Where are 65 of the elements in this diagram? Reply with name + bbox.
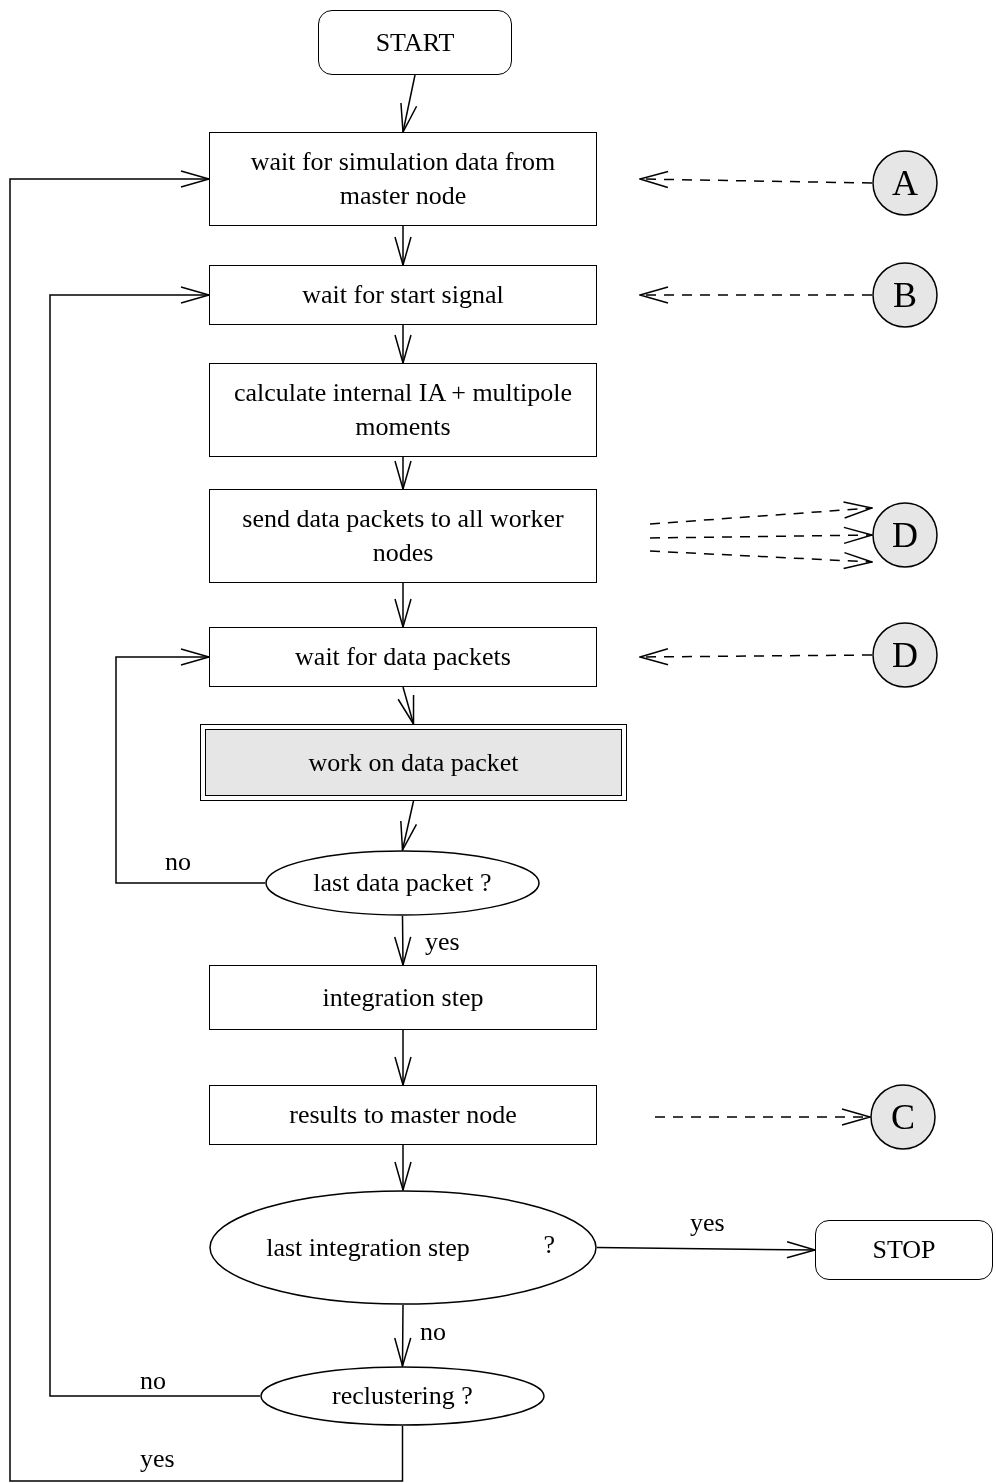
connector-letter: C [890,1095,916,1139]
process-box [209,627,597,687]
arrow [394,1304,412,1367]
dashed-arrow [639,286,873,304]
connector-letter: A [891,161,919,205]
process-box [209,363,597,457]
dashed-arrow [639,648,873,666]
decision-ellipse [209,1190,597,1305]
step-text: work on data packet [307,746,520,779]
arrow [400,800,418,851]
arrow [596,1240,816,1259]
step-text: STOP [871,1234,937,1267]
dashed-arrow [649,501,873,525]
terminal-box [815,1220,993,1280]
step-text: wait for start signal [301,279,505,312]
step-text: calculate internal IA + multipole moments [232,377,574,443]
dashed-arrow [649,550,873,570]
decision-ellipse [265,850,540,916]
arrow [394,582,412,628]
connector-letter: B [892,273,918,317]
connector-letter: D [891,513,919,557]
arrow [394,324,412,364]
connector-circle [870,1084,936,1150]
connector-circle [872,502,938,568]
arrow [400,74,418,133]
edge-label: yes [690,1207,725,1239]
decision-ellipse [260,1366,545,1426]
arrow [393,915,412,966]
step-text: last integration step [265,1231,471,1264]
step-text: wait for data packets [294,641,512,674]
step-text: last data packet ? [312,867,493,900]
edge-label: no [165,846,191,878]
step-text: reclustering ? [331,1380,474,1413]
step-text: send data packets to all worker nodes [241,503,565,569]
process-box [209,265,597,325]
arrow [49,286,261,1397]
process-box [209,1085,597,1145]
arrow [115,648,266,884]
dashed-arrow [649,526,873,545]
dashed-arrow [639,170,873,189]
step-text: START [374,26,456,59]
process-box [209,132,597,226]
arrow [9,170,404,1482]
arrow [394,1144,412,1191]
question-mark-text: ? [543,1228,555,1261]
arrow [397,686,415,725]
step-text: wait for simulation data from master node [249,146,557,212]
edge-label: no [140,1365,166,1397]
process-box [209,965,597,1030]
terminal-box [318,10,512,75]
dashed-arrow [654,1108,871,1126]
connector-circle [872,262,938,328]
connector-circle [872,622,938,688]
arrow [394,1029,412,1086]
edge-label: no [420,1316,446,1348]
edge-label: yes [140,1443,175,1475]
connector-circle [872,150,938,216]
connector-letter: D [891,633,919,677]
process-box [209,489,597,583]
step-text: results to master node [288,1099,518,1132]
arrow [394,225,412,266]
edge-label: yes [425,926,460,958]
highlighted-process-box [200,724,627,801]
arrow [394,456,412,490]
step-text: integration step [321,981,485,1014]
